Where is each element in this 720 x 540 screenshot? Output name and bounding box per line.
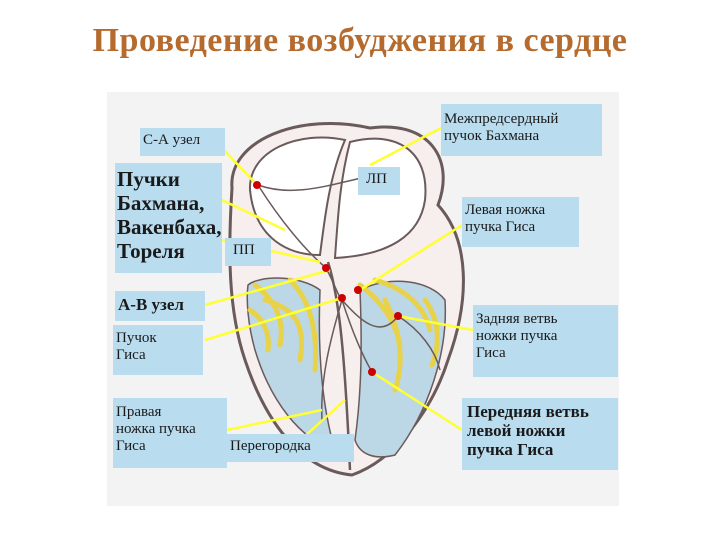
his-bundle-dot bbox=[338, 294, 346, 302]
label-right-atrium: ПП bbox=[225, 238, 271, 266]
label-posterior-branch: Задняя ветвь ножки пучка Гиса bbox=[473, 305, 618, 377]
label-right-bundle-branch: Правая ножка пучка Гиса bbox=[113, 398, 227, 468]
posterior-branch-dot bbox=[394, 312, 402, 320]
left-branch-dot bbox=[354, 286, 362, 294]
av-node-dot bbox=[322, 264, 330, 272]
label-septum: Перегородка bbox=[227, 434, 354, 462]
label-his-bundle: Пучок Гиса bbox=[113, 325, 203, 375]
label-sa-node: С-А узел bbox=[140, 128, 225, 156]
label-left-atrium: ЛП bbox=[358, 167, 400, 195]
label-bachmann-interatrial: Межпредсердный пучок Бахмана bbox=[441, 104, 602, 156]
label-internodal-tracts: Пучки Бахмана, Вакенбаха, Тореля bbox=[115, 163, 222, 273]
septum bbox=[326, 261, 352, 471]
page-title: Проведение возбуджения в сердце bbox=[92, 22, 628, 59]
label-left-bundle-branch: Левая ножка пучка Гиса bbox=[462, 197, 579, 247]
purkinje-fibers bbox=[247, 277, 440, 393]
label-anterior-branch: Передняя ветвь левой ножки пучка Гиса bbox=[462, 398, 618, 470]
label-av-node: А-В узел bbox=[115, 291, 205, 321]
anterior-branch-dot bbox=[368, 368, 376, 376]
conduction-nodes bbox=[253, 181, 402, 376]
sa-node-dot bbox=[253, 181, 261, 189]
